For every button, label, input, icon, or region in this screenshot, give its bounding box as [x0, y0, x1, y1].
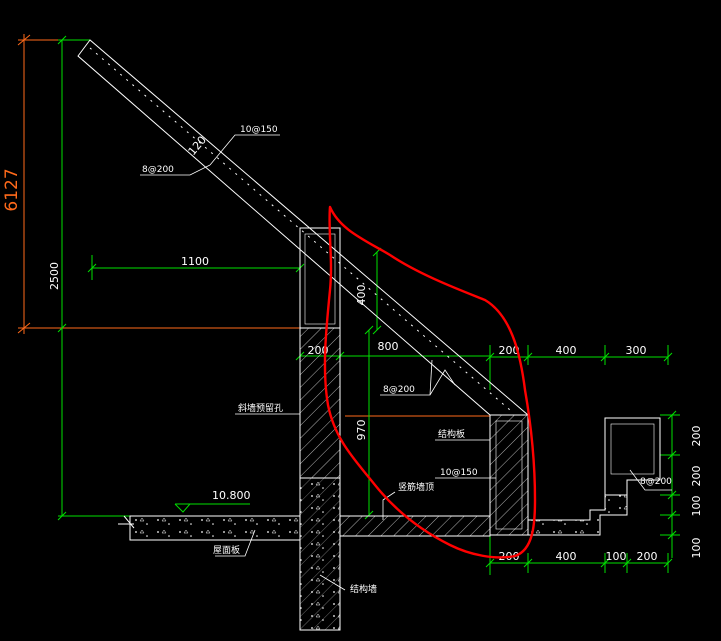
- label-wall: 竖筋墙顶: [398, 481, 434, 493]
- leader-8-200-mid-b: [429, 359, 433, 396]
- annotation-labels: 10@150 8@200 8@200 8@200 10@150 斜墙预留孔 结构…: [142, 125, 672, 595]
- right-vertical-200b: 200: [690, 466, 703, 487]
- span-800-label: 800: [378, 340, 399, 353]
- left-height-label: 2500: [48, 262, 61, 290]
- leader-8-200-mid: [380, 369, 456, 396]
- leader-8-200-left: [140, 164, 211, 176]
- break-line: [123, 515, 135, 529]
- label-column: 结构墙: [350, 583, 377, 595]
- leader-column: [319, 574, 346, 591]
- roof-slab-mid: [339, 515, 491, 537]
- height-400-label: 400: [355, 285, 368, 306]
- label-mid-right: 结构板: [438, 428, 465, 440]
- orange-tick-bottom: [17, 322, 31, 334]
- right-upstand-inner: [610, 423, 655, 475]
- total-height-label: 6127: [2, 168, 22, 211]
- red-highlight-outline: [323, 205, 537, 559]
- wall-upstand-inner: [304, 233, 336, 325]
- span-1100-label: 1100: [181, 255, 209, 268]
- leader-8-200-right: [629, 469, 672, 491]
- label-slab: 屋面板: [213, 544, 240, 556]
- thickness-120-label: 120: [186, 134, 209, 158]
- orange-reference-group: 6127: [2, 34, 490, 417]
- top-right-400: 400: [556, 344, 577, 357]
- rebar-10-150-mid: 10@150: [440, 468, 478, 478]
- rebar-10-150-top: 10@150: [240, 125, 278, 135]
- leader-10-150-top: [209, 134, 280, 166]
- leader-lines: [140, 134, 672, 591]
- elevation-label: 10.800: [212, 489, 251, 502]
- bottom-right-slab: [527, 494, 628, 536]
- structure: [77, 39, 661, 631]
- label-cross: 斜墙预留孔: [238, 402, 283, 414]
- wall-upstand: [299, 227, 341, 329]
- height-970-label: 970: [355, 420, 368, 441]
- bottom-right-100: 100: [606, 550, 627, 563]
- rebar-8-200-right: 8@200: [640, 477, 672, 487]
- leader-wall-top: [382, 491, 396, 520]
- wall-lower-hatch: [299, 477, 341, 631]
- wall-200-label: 200: [308, 344, 329, 357]
- leader-slab: [215, 529, 256, 557]
- rebar-8-200-left: 8@200: [142, 165, 174, 175]
- top-right-200: 200: [499, 344, 520, 357]
- bottom-right-200b: 200: [637, 550, 658, 563]
- roof-slab-left: [129, 515, 301, 541]
- right-beam: [489, 414, 529, 536]
- elevation-marker: 10.800: [174, 489, 251, 513]
- orange-tick-top: [17, 34, 31, 46]
- right-vertical-100b: 100: [690, 538, 703, 559]
- right-vertical-100a: 100: [690, 496, 703, 517]
- bottom-right-400: 400: [556, 550, 577, 563]
- top-right-300: 300: [626, 344, 647, 357]
- right-vertical-200a: 200: [690, 426, 703, 447]
- right-beam-inner: [495, 420, 523, 530]
- rebar-8-200-mid: 8@200: [383, 385, 415, 395]
